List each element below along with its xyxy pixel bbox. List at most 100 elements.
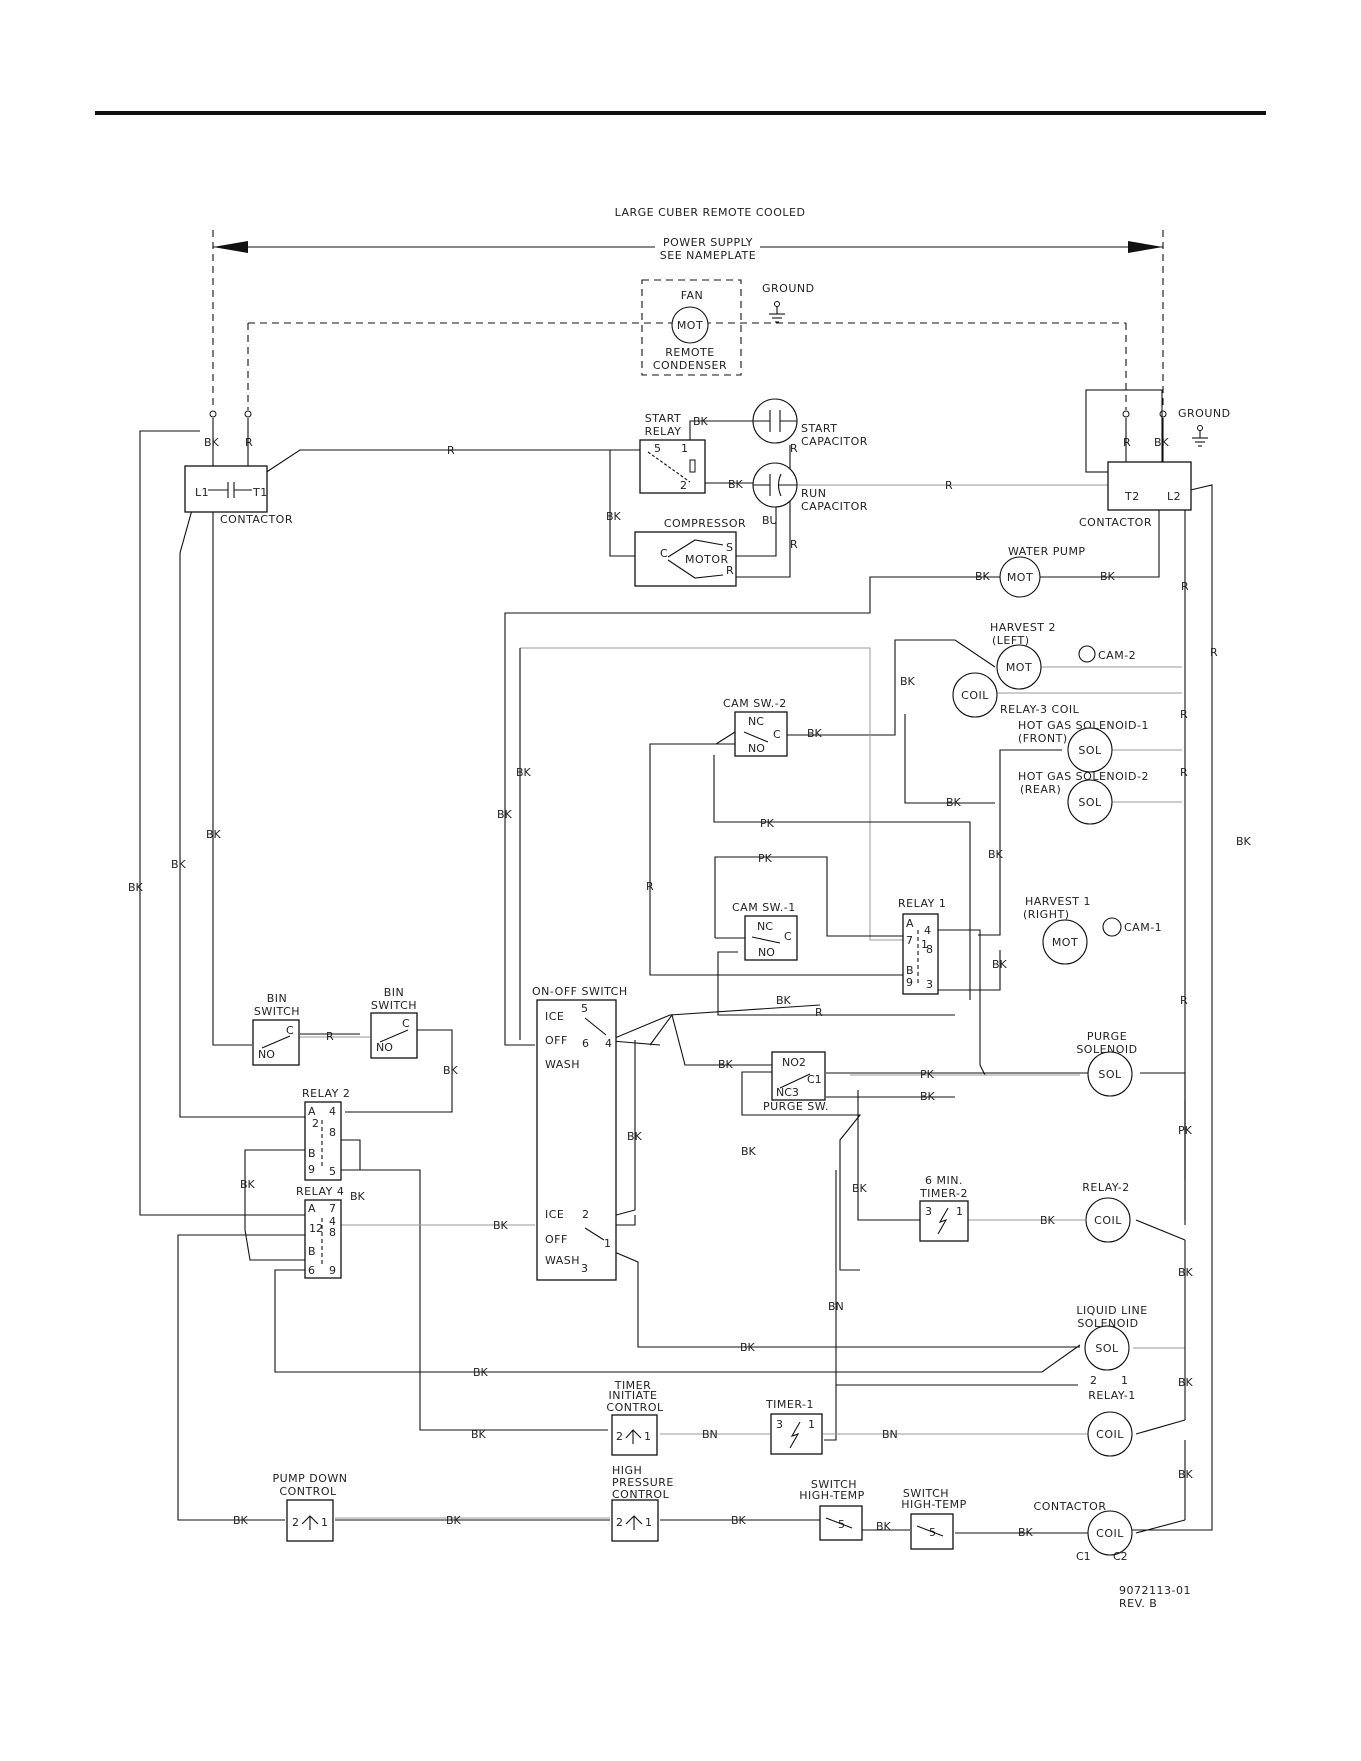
bin-switch-2: BIN SWITCH C NO: [370, 986, 418, 1059]
svg-text:PK: PK: [760, 817, 775, 830]
svg-text:T2: T2: [1124, 490, 1140, 503]
svg-text:BK: BK: [493, 1219, 509, 1232]
svg-text:CAM-2: CAM-2: [1098, 649, 1136, 662]
svg-text:5: 5: [329, 1165, 336, 1178]
diagram-title: LARGE CUBER REMOTE COOLED: [615, 206, 806, 219]
svg-text:2: 2: [312, 1117, 319, 1130]
svg-text:1: 1: [645, 1516, 652, 1529]
svg-text:C: C: [402, 1017, 410, 1030]
svg-text:R: R: [1123, 436, 1131, 449]
svg-text:REMOTE: REMOTE: [665, 346, 714, 359]
svg-text:NO: NO: [758, 946, 775, 959]
svg-text:OFF: OFF: [545, 1233, 568, 1246]
compressor: COMPRESSOR C S R MOTOR: [634, 517, 746, 587]
svg-text:ICE: ICE: [545, 1010, 564, 1023]
bin-switch-1: BIN SWITCH C NO: [252, 992, 300, 1066]
svg-text:L2: L2: [1167, 490, 1181, 503]
cam-switch-1: CAM SW.-1 NC NO C: [732, 901, 798, 961]
svg-text:C: C: [784, 930, 792, 943]
svg-text:1: 1: [808, 1418, 815, 1431]
start-capacitor: START CAPACITOR: [752, 398, 867, 448]
svg-text:ICE: ICE: [545, 1208, 564, 1221]
svg-text:NC: NC: [757, 920, 773, 933]
svg-text:POWER SUPPLY: POWER SUPPLY: [663, 236, 753, 249]
lightning-icon: [789, 1421, 801, 1449]
svg-text:SWITCH: SWITCH: [371, 999, 417, 1012]
svg-text:BK: BK: [446, 1514, 462, 1527]
svg-text:RELAY-2: RELAY-2: [1082, 1181, 1130, 1194]
svg-text:C: C: [773, 728, 781, 741]
svg-text:BK: BK: [233, 1514, 249, 1527]
svg-text:BK: BK: [900, 675, 916, 688]
svg-text:BK: BK: [975, 570, 991, 583]
svg-text:R: R: [1180, 994, 1188, 1007]
svg-text:R: R: [245, 436, 253, 449]
relay-1-coil: RELAY-1 COIL: [1087, 1389, 1135, 1457]
svg-text:BK: BK: [741, 1145, 757, 1158]
svg-text:B: B: [308, 1147, 316, 1160]
relay-1-contacts: RELAY 1 A 4 7 1 8 B 9 3: [898, 897, 946, 995]
svg-text:CONDENSER: CONDENSER: [653, 359, 727, 372]
svg-text:BK: BK: [240, 1178, 256, 1191]
svg-text:BK: BK: [740, 1341, 756, 1354]
purge-switch: NO2 NC3 C1 PURGE SW.: [763, 1051, 828, 1113]
svg-text:5: 5: [581, 1002, 588, 1015]
svg-text:6 MIN.: 6 MIN.: [925, 1174, 963, 1187]
svg-text:BK: BK: [1040, 1214, 1056, 1227]
svg-text:4: 4: [605, 1037, 612, 1050]
svg-text:CAM SW.-1: CAM SW.-1: [732, 901, 796, 914]
svg-text:BK: BK: [443, 1064, 459, 1077]
run-capacitor: RUN CAPACITOR: [752, 462, 867, 513]
wire-labels: R BK BK BK R BU R R BK BK R R BK R R BK …: [128, 415, 1252, 1539]
svg-text:R: R: [726, 564, 734, 577]
svg-text:GROUND: GROUND: [1178, 407, 1231, 420]
svg-text:2: 2: [616, 1516, 623, 1529]
svg-text:(FRONT): (FRONT): [1018, 732, 1068, 745]
timer-2: 6 MIN. TIMER-2 3 1: [919, 1174, 969, 1242]
contactor-right: T2 L2 CONTACTOR: [1079, 389, 1192, 529]
high-pressure-control: HIGH PRESSURE CONTROL 2 1: [611, 1464, 674, 1542]
svg-text:1: 1: [681, 442, 688, 455]
water-pump: WATER PUMP MOT: [999, 545, 1085, 598]
svg-text:BK: BK: [128, 881, 144, 894]
svg-text:BN: BN: [702, 1428, 718, 1441]
svg-text:MOT: MOT: [677, 319, 703, 332]
fan-remote-condenser: FAN MOT REMOTE CONDENSER: [247, 279, 1127, 410]
svg-text:SOL: SOL: [1078, 744, 1102, 757]
svg-text:RELAY: RELAY: [645, 425, 682, 438]
svg-text:R: R: [447, 444, 455, 457]
svg-text:BK: BK: [807, 727, 823, 740]
svg-text:BK: BK: [852, 1182, 868, 1195]
svg-text:R: R: [790, 442, 798, 455]
svg-text:WASH: WASH: [545, 1254, 580, 1267]
svg-text:2: 2: [1090, 1374, 1097, 1387]
svg-text:C: C: [660, 547, 668, 560]
svg-text:TIMER-1: TIMER-1: [765, 1398, 814, 1411]
svg-text:START: START: [645, 412, 681, 425]
svg-text:SEE NAMEPLATE: SEE NAMEPLATE: [660, 249, 756, 262]
svg-text:LIQUID LINE: LIQUID LINE: [1076, 1304, 1147, 1317]
svg-text:TIMER-2: TIMER-2: [919, 1187, 968, 1200]
svg-text:CONTROL: CONTROL: [279, 1485, 337, 1498]
relay-2-coil: RELAY-2 COIL: [1082, 1181, 1131, 1243]
svg-text:R: R: [1210, 646, 1218, 659]
svg-text:CAM SW.-2: CAM SW.-2: [723, 697, 787, 710]
svg-text:BK: BK: [1178, 1266, 1194, 1279]
svg-text:TIMER: TIMER: [614, 1379, 652, 1392]
svg-text:BK: BK: [988, 848, 1004, 861]
svg-text:REV. B: REV. B: [1119, 1597, 1157, 1610]
svg-text:9: 9: [329, 1264, 336, 1277]
svg-text:BK: BK: [350, 1190, 366, 1203]
svg-text:SOL: SOL: [1098, 1068, 1122, 1081]
svg-text:A: A: [308, 1202, 316, 1215]
svg-text:BK: BK: [728, 478, 744, 491]
svg-text:BK: BK: [606, 510, 622, 523]
svg-text:BK: BK: [876, 1520, 892, 1533]
svg-text:MOTOR: MOTOR: [685, 553, 729, 566]
svg-text:RELAY 1: RELAY 1: [898, 897, 946, 910]
svg-text:B: B: [308, 1245, 316, 1258]
svg-text:BK: BK: [627, 1130, 643, 1143]
svg-text:5: 5: [654, 442, 661, 455]
svg-text:PRESSURE: PRESSURE: [612, 1476, 674, 1489]
svg-text:R: R: [326, 1030, 334, 1043]
